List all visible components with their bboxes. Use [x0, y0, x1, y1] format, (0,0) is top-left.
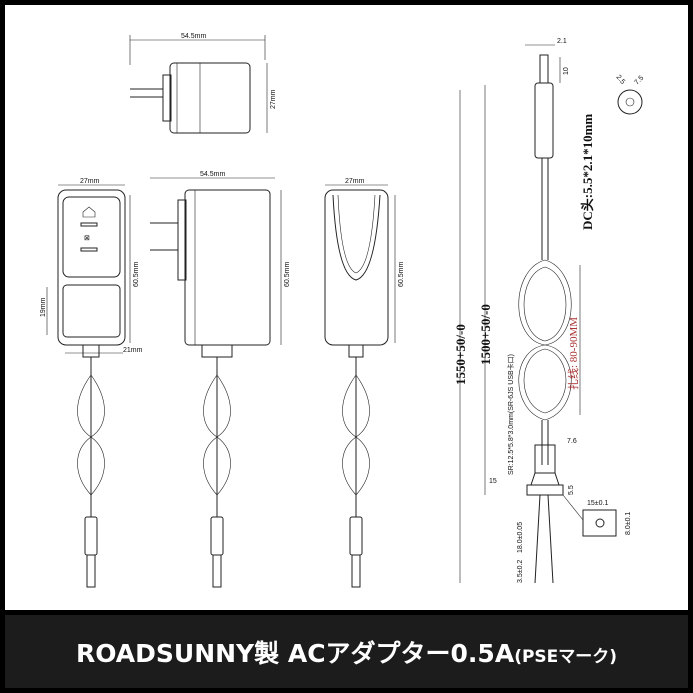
side-width-label: 54.5mm — [200, 171, 225, 178]
pin-length-label: 10 — [563, 67, 570, 75]
cable-drawing: 2.1 10 DC头:5.5*2.1*10mm 2.5 7.5 扎线: 80-9… — [453, 38, 645, 584]
clip-height-label: 8.0±0.1 — [625, 512, 632, 535]
side-height-label: 60.5mm — [284, 262, 291, 287]
sr-height-label: 5.5 — [568, 485, 575, 495]
caption-main: ROADSUNNY製 ACアダプター0.5A — [75, 638, 515, 668]
top-width-label: 54.5mm — [181, 33, 206, 40]
strain-relief-label: SR:12.5*5.8*3.0mm(SR-6JS USB卡口) — [506, 354, 515, 475]
inner-diameter-label: 2.5 — [614, 74, 626, 86]
plug-spec-label: DC头:5.5*2.1*10mm — [580, 114, 595, 230]
outer-diameter-label: 7.5 — [633, 75, 645, 87]
cords — [77, 357, 370, 588]
plug-end-view — [617, 89, 643, 115]
cable-length-label: 1500+50/-0 — [478, 304, 493, 365]
back-view: 27mm 60.5mm — [324, 178, 405, 358]
strip-length-label: 3.5±0.2 — [517, 560, 524, 583]
lead-length-label: 18.0±0.05 — [517, 522, 524, 553]
clip-width-label: 15±0.1 — [587, 500, 608, 507]
front-window-label: 19mm — [40, 297, 47, 317]
back-width-label: 27mm — [345, 178, 365, 185]
pin-width-label: 2.1 — [557, 38, 567, 45]
product-caption: ROADSUNNY製 ACアダプター0.5A(PSEマーク) — [76, 634, 617, 670]
side-view: 54.5mm 60.5mm — [150, 171, 291, 358]
indoor-use-icon — [82, 206, 96, 218]
tie-length-label: 扎线: 80-90MM — [566, 317, 580, 390]
back-height-label: 60.5mm — [398, 262, 405, 287]
front-view: 27mm ⊠ 60.5mm 19mm 21mm — [40, 178, 143, 358]
clip-detail — [582, 509, 617, 537]
front-height-label: 60.5mm — [133, 262, 140, 287]
sr-offset-label: 15 — [489, 478, 497, 485]
top-height-label: 27mm — [270, 89, 277, 109]
top-view: 54.5mm 27mm — [129, 33, 277, 134]
total-length-label: 1550+50/-0 — [453, 324, 468, 385]
sr-width-label: 7.6 — [567, 438, 577, 445]
weee-bin-icon: ⊠ — [84, 235, 90, 242]
caption-suffix: (PSEマーク) — [514, 646, 618, 667]
caption-band: ROADSUNNY製 ACアダプター0.5A(PSEマーク) — [5, 615, 688, 688]
front-width-label: 27mm — [80, 178, 100, 185]
technical-drawing: 54.5mm 27mm 27mm ⊠ — [5, 5, 688, 610]
front-neck-label: 21mm — [123, 347, 143, 354]
